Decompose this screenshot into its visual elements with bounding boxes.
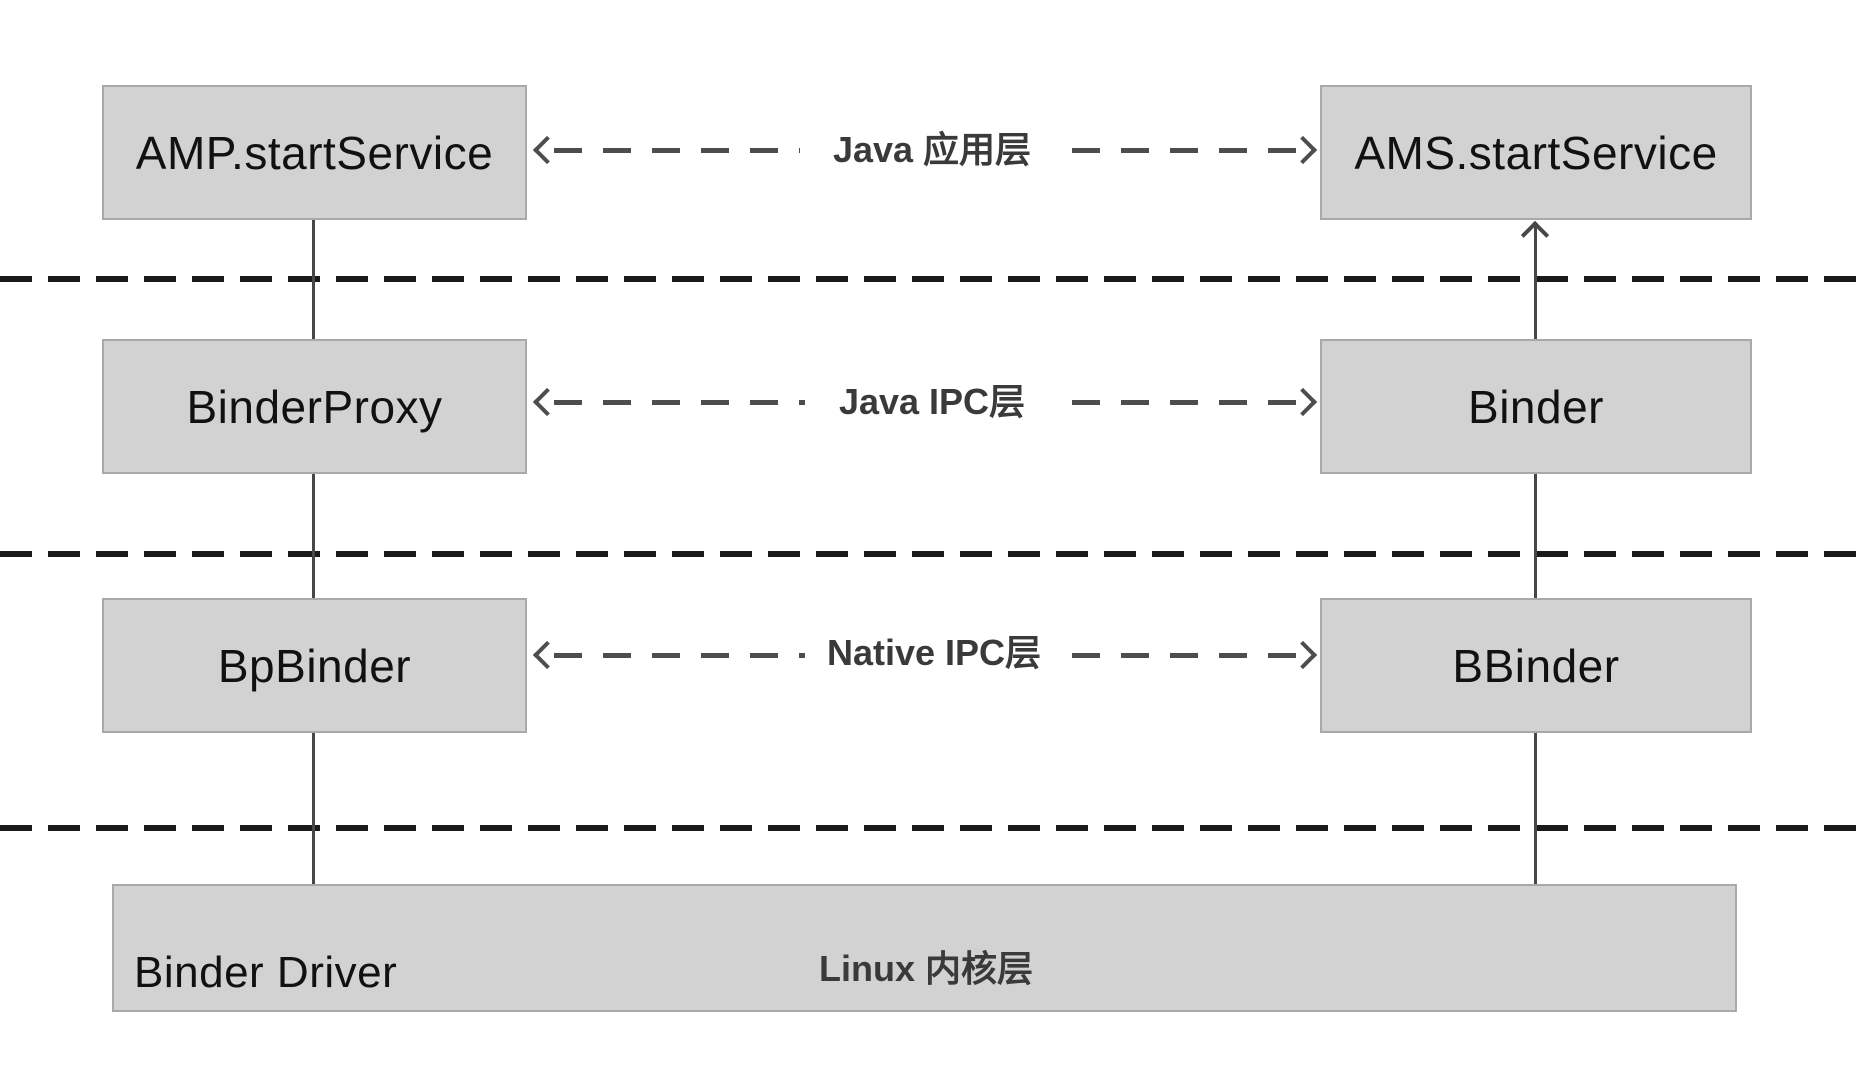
java-app-arrow-right-icon bbox=[1288, 135, 1318, 165]
java-ipc-arrow-left-icon bbox=[532, 387, 562, 417]
java-ipc-dash-right bbox=[1072, 400, 1310, 405]
node-bpbinder: BpBinder bbox=[102, 598, 527, 733]
arrow-up-icon bbox=[1520, 220, 1550, 250]
java-app-dash-right bbox=[1072, 148, 1310, 153]
label-java-ipc-layer: Java IPC层 bbox=[838, 381, 1026, 422]
layer-separator-app-ipc bbox=[0, 276, 1863, 282]
binder-driver-label: Binder Driver bbox=[134, 948, 398, 997]
call-path-line bbox=[312, 220, 315, 926]
native-ipc-dash-left bbox=[554, 653, 805, 658]
node-binder: Binder bbox=[1320, 339, 1752, 474]
native-ipc-arrow-left-icon bbox=[532, 640, 562, 670]
node-ams-startservice: AMS.startService bbox=[1320, 85, 1752, 220]
node-binderproxy: BinderProxy bbox=[102, 339, 527, 474]
node-bbinder: BBinder bbox=[1320, 598, 1752, 733]
native-ipc-arrow-right-icon bbox=[1288, 640, 1318, 670]
label-java-app-layer: Java 应用层 bbox=[832, 129, 1032, 170]
layer-separator-nativeipc-kernel bbox=[0, 825, 1863, 831]
java-app-dash-left bbox=[554, 148, 800, 153]
return-path-line bbox=[1534, 224, 1537, 928]
node-binder-driver: Binder Driver bbox=[112, 884, 1737, 1012]
java-ipc-dash-left bbox=[554, 400, 805, 405]
native-ipc-dash-right bbox=[1072, 653, 1310, 658]
label-linux-kernel-layer: Linux 内核层 bbox=[819, 948, 1033, 989]
node-amp-startservice: AMP.startService bbox=[102, 85, 527, 220]
java-app-arrow-left-icon bbox=[532, 135, 562, 165]
java-ipc-arrow-right-icon bbox=[1288, 387, 1318, 417]
label-native-ipc-layer: Native IPC层 bbox=[826, 632, 1042, 673]
layer-separator-javaipc-nativeipc bbox=[0, 551, 1863, 557]
